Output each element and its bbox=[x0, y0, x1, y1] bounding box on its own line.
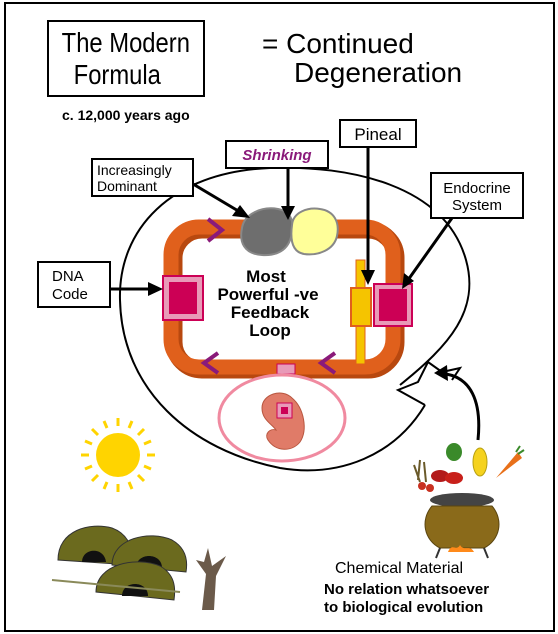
title-left-line2: Formula bbox=[74, 58, 162, 90]
arrow-food-to-body bbox=[445, 372, 481, 441]
tree-icon bbox=[196, 548, 226, 610]
center-text-line2: Powerful -ve bbox=[217, 285, 318, 304]
arrowhead-dominant bbox=[232, 205, 250, 218]
sun-icon bbox=[81, 418, 155, 492]
pineal-gland bbox=[350, 287, 372, 327]
embryo-icon bbox=[261, 392, 305, 450]
label-box-endocrine bbox=[430, 172, 524, 219]
label-pineal: Pineal bbox=[354, 125, 401, 144]
arrowhead-shrinking bbox=[281, 206, 295, 220]
center-text-line1: Most bbox=[246, 267, 286, 286]
ellipse-notch bbox=[395, 360, 463, 406]
chevron-top-left bbox=[206, 217, 226, 243]
label-endocrine-line1: Endocrine bbox=[443, 180, 511, 197]
chevron-bottom-left bbox=[200, 351, 220, 375]
title-right-line2: Degeneration bbox=[294, 57, 462, 88]
embryo-marker bbox=[281, 407, 288, 414]
chemical-material-label: Chemical Material bbox=[335, 560, 463, 577]
arrowhead-endocrine bbox=[402, 273, 414, 289]
title-left-line1: The Modern bbox=[62, 26, 190, 58]
body-ellipse bbox=[118, 166, 471, 472]
era-label: c. 12,000 years ago bbox=[62, 107, 190, 123]
brain-shrinking-icon bbox=[290, 207, 339, 256]
center-text-line4: Loop bbox=[249, 321, 291, 340]
embryo-connector-top bbox=[276, 363, 296, 375]
title-right-line1: = Continued bbox=[262, 28, 414, 59]
label-dna-line1: DNA bbox=[52, 268, 84, 285]
cooking-pot-icon bbox=[424, 493, 500, 559]
endocrine-box bbox=[379, 289, 407, 321]
arrowhead-food bbox=[434, 365, 448, 381]
huts-icon bbox=[51, 525, 188, 601]
no-relation-line1: No relation whatsoever bbox=[324, 581, 489, 598]
label-increasingly-line1: Increasingly bbox=[97, 162, 172, 178]
title-box bbox=[47, 20, 205, 97]
label-endocrine-line2: System bbox=[452, 197, 502, 214]
no-relation-line2: to biological evolution bbox=[324, 599, 483, 616]
arrowhead-pineal bbox=[361, 270, 375, 285]
center-text-line3: Feedback bbox=[231, 303, 310, 322]
label-box-dna bbox=[37, 261, 111, 308]
label-increasingly-line2: Dominant bbox=[97, 178, 157, 194]
chevron-bottom-right bbox=[317, 351, 337, 375]
dna-box bbox=[169, 282, 197, 314]
arrowhead-dna bbox=[148, 282, 163, 296]
label-box-pineal bbox=[339, 119, 417, 148]
label-box-shrinking bbox=[225, 140, 329, 169]
label-shrinking: Shrinking bbox=[242, 147, 311, 164]
label-box-increasingly-dominant bbox=[91, 158, 194, 197]
brain-dominant-icon bbox=[240, 207, 294, 257]
label-dna-line2: Code bbox=[52, 286, 88, 303]
arrow-dominant bbox=[192, 182, 241, 214]
food-ingredients-icon bbox=[413, 443, 525, 492]
arrow-endocrine bbox=[406, 217, 454, 281]
